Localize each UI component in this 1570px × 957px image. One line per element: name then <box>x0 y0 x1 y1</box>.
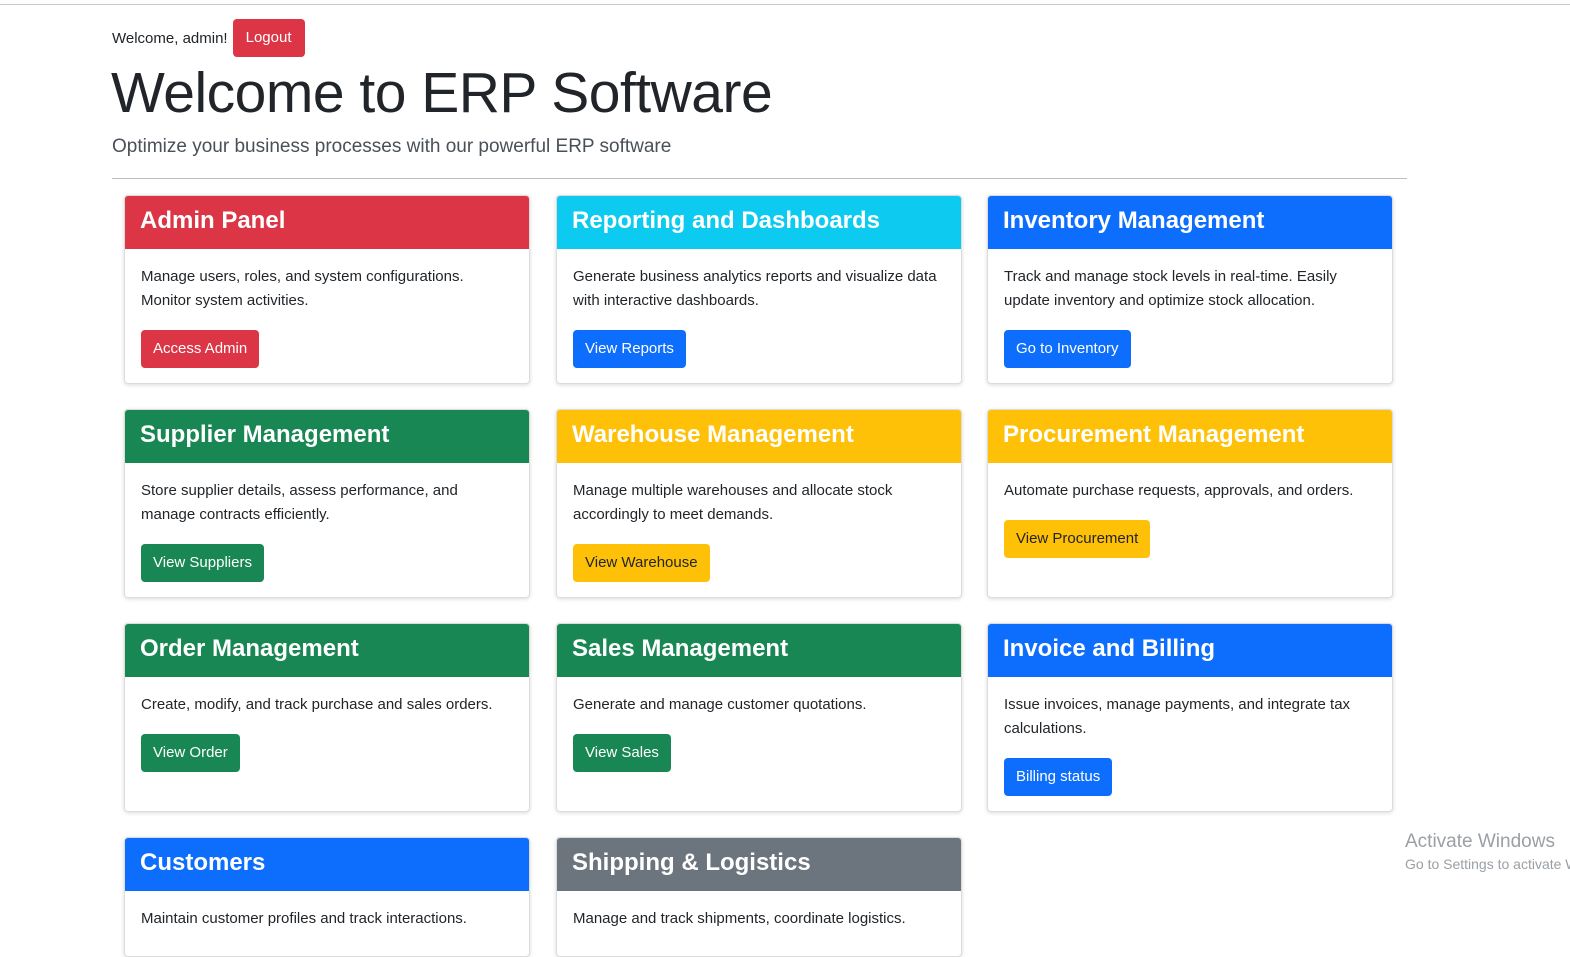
welcome-message: Welcome, admin! <box>112 29 228 47</box>
card-title: Warehouse Management <box>557 410 961 463</box>
card-description: Manage and track shipments, coordinate l… <box>573 910 906 927</box>
card-description: Manage users, roles, and system configur… <box>141 268 464 309</box>
top-divider <box>0 4 1570 5</box>
page-title: Welcome to ERP Software <box>111 61 773 125</box>
card-title: Supplier Management <box>125 410 529 463</box>
card-description: Generate and manage customer quotations. <box>573 696 867 713</box>
activate-windows-watermark: Activate Windows Go to Settings to activ… <box>1405 830 1570 874</box>
card-admin-panel: Admin Panel Manage users, roles, and sys… <box>124 195 530 384</box>
card-procurement-management: Procurement Management Automate purchase… <box>987 409 1393 598</box>
card-invoice-billing: Invoice and Billing Issue invoices, mana… <box>987 623 1393 812</box>
card-reporting-dashboards: Reporting and Dashboards Generate busine… <box>556 195 962 384</box>
card-supplier-management: Supplier Management Store supplier detai… <box>124 409 530 598</box>
card-title: Order Management <box>125 624 529 677</box>
view-order-button[interactable]: View Order <box>141 734 240 772</box>
card-title: Admin Panel <box>125 196 529 249</box>
card-description: Maintain customer profiles and track int… <box>141 910 467 927</box>
card-title: Shipping & Logistics <box>557 838 961 891</box>
card-title: Customers <box>125 838 529 891</box>
access-admin-button[interactable]: Access Admin <box>141 330 260 368</box>
hero-divider <box>112 178 1407 179</box>
watermark-subtitle: Go to Settings to activate Windows. <box>1405 856 1570 872</box>
view-suppliers-button[interactable]: View Suppliers <box>141 544 264 582</box>
card-customers: Customers Maintain customer profiles and… <box>124 837 530 957</box>
card-description: Generate business analytics reports and … <box>573 268 937 309</box>
logout-button[interactable]: Logout <box>232 19 305 57</box>
card-title: Sales Management <box>557 624 961 677</box>
card-title: Inventory Management <box>988 196 1392 249</box>
card-title: Reporting and Dashboards <box>557 196 961 249</box>
card-description: Manage multiple warehouses and allocate … <box>573 482 893 523</box>
card-description: Issue invoices, manage payments, and int… <box>1004 696 1351 737</box>
card-description: Create, modify, and track purchase and s… <box>141 696 493 713</box>
billing-status-button[interactable]: Billing status <box>1004 758 1113 796</box>
card-title: Procurement Management <box>988 410 1392 463</box>
card-sales-management: Sales Management Generate and manage cus… <box>556 623 962 812</box>
view-procurement-button[interactable]: View Procurement <box>1004 520 1151 558</box>
user-bar: Welcome, admin! Logout <box>112 19 305 57</box>
watermark-title: Activate Windows <box>1405 831 1555 852</box>
view-reports-button[interactable]: View Reports <box>573 330 686 368</box>
card-inventory-management: Inventory Management Track and manage st… <box>987 195 1393 384</box>
card-description: Store supplier details, assess performan… <box>141 482 458 523</box>
page-subtitle: Optimize your business processes with ou… <box>112 136 672 157</box>
view-warehouse-button[interactable]: View Warehouse <box>573 544 710 582</box>
card-order-management: Order Management Create, modify, and tra… <box>124 623 530 812</box>
card-description: Automate purchase requests, approvals, a… <box>1004 482 1354 499</box>
card-description: Track and manage stock levels in real-ti… <box>1004 268 1337 309</box>
view-sales-button[interactable]: View Sales <box>573 734 671 772</box>
card-warehouse-management: Warehouse Management Manage multiple war… <box>556 409 962 598</box>
card-shipping-logistics: Shipping & Logistics Manage and track sh… <box>556 837 962 957</box>
go-to-inventory-button[interactable]: Go to Inventory <box>1004 330 1131 368</box>
card-title: Invoice and Billing <box>988 624 1392 677</box>
